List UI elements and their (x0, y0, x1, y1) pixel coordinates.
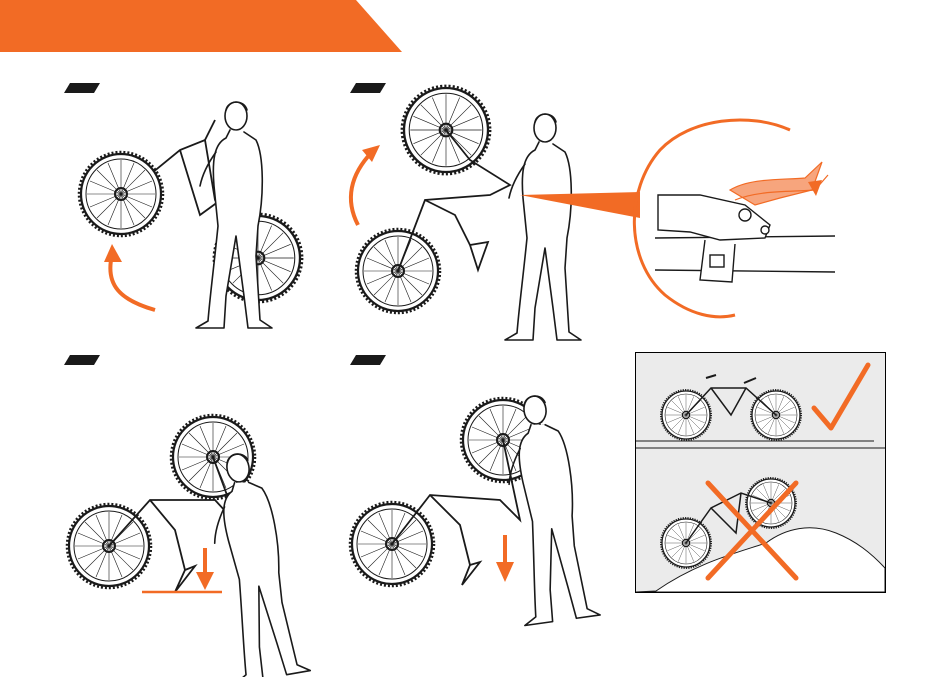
step-2-illustration (351, 86, 640, 340)
checkmark-icon (814, 365, 868, 428)
step-4-illustration (350, 391, 600, 625)
correct-bike (636, 375, 874, 441)
brake-lever-detail (634, 120, 835, 317)
examples-illustration (636, 353, 885, 592)
incorrect-bike (636, 478, 885, 592)
correct-incorrect-examples (635, 352, 886, 593)
step-3-illustration (67, 415, 310, 677)
step-1-illustration (79, 102, 302, 328)
